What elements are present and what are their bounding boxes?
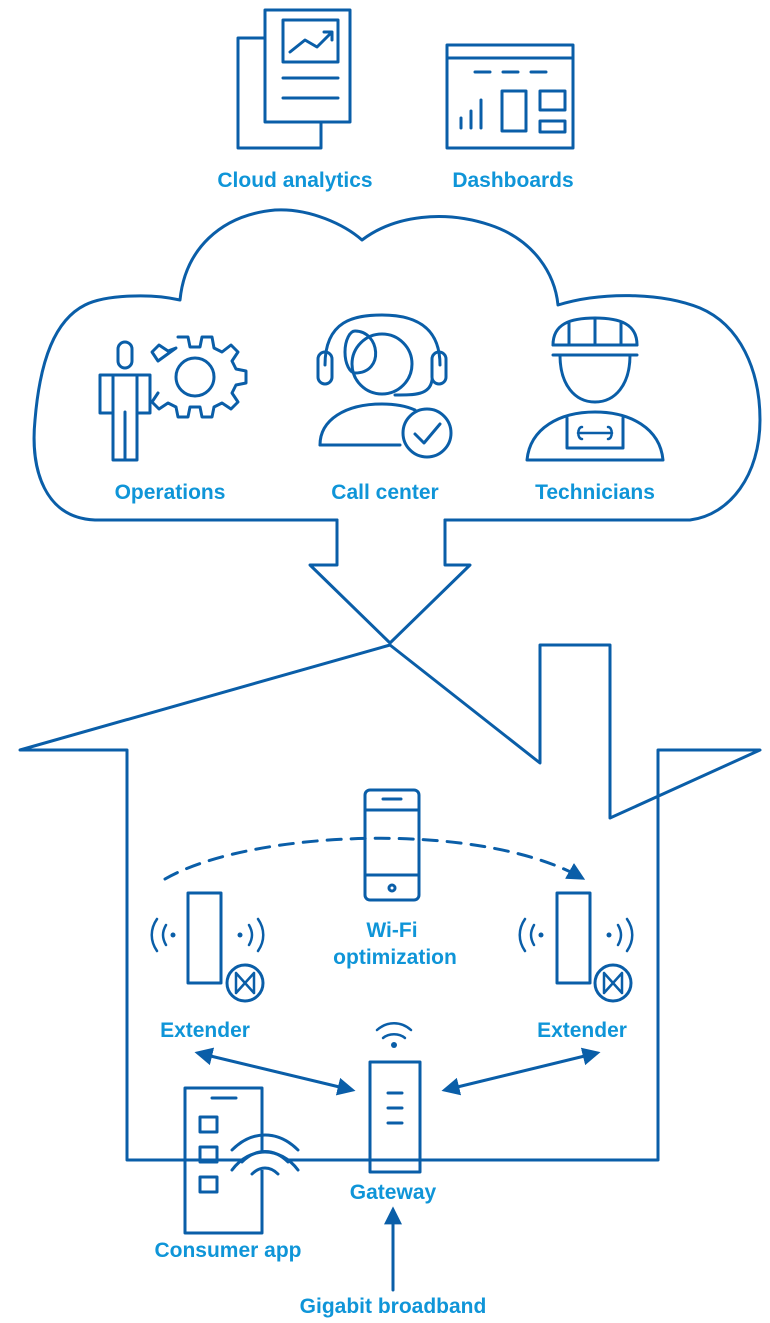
- consumer-app-label: Consumer app: [154, 1239, 301, 1262]
- wifi-signal-icon-right: [518, 917, 634, 953]
- cloud-down-arrow: [308, 518, 472, 645]
- operations-label: Operations: [115, 481, 226, 504]
- technician-icon: [525, 316, 665, 462]
- cloud-outline: [32, 208, 762, 522]
- call-center-label: Call center: [331, 481, 438, 504]
- arrow-gateway-right-extender: [441, 1047, 601, 1096]
- gateway-icon: [368, 1022, 422, 1174]
- cloud-analytics-label: Cloud analytics: [217, 169, 372, 192]
- gear-icon: [150, 335, 248, 419]
- extender-left-label: Extender: [160, 1019, 250, 1042]
- wifi-optimization-label-1: Wi-Fi: [366, 919, 417, 942]
- consumer-app-label-bg: [145, 1238, 315, 1272]
- consumer-app-icon: [183, 1086, 300, 1235]
- checkmark-icon: [401, 407, 453, 459]
- extender-icon-right: [555, 891, 633, 1003]
- house-outline: [18, 643, 762, 1162]
- dashboards-label: Dashboards: [452, 169, 573, 192]
- report-document-icon: [236, 8, 352, 150]
- gateway-label-bg: [335, 1177, 453, 1207]
- extender-icon-left: [186, 891, 265, 1003]
- smartphone-icon: [363, 788, 421, 902]
- person-icon: [98, 340, 152, 462]
- wifi-optimization-label-2: optimization: [333, 946, 457, 969]
- arrow-left-extender-gateway: [194, 1047, 356, 1096]
- gigabit-broadband-label: Gigabit broadband: [300, 1295, 487, 1318]
- extender-right-label: Extender: [537, 1019, 627, 1042]
- wifi-optimization-arc: [163, 836, 586, 881]
- headset-agent-icon: [316, 313, 448, 447]
- wrench-icon: [576, 425, 614, 441]
- dashboard-icon: [445, 43, 575, 150]
- gateway-label: Gateway: [350, 1181, 437, 1204]
- wifi-signal-icon: [150, 917, 265, 953]
- technicians-label: Technicians: [535, 481, 655, 504]
